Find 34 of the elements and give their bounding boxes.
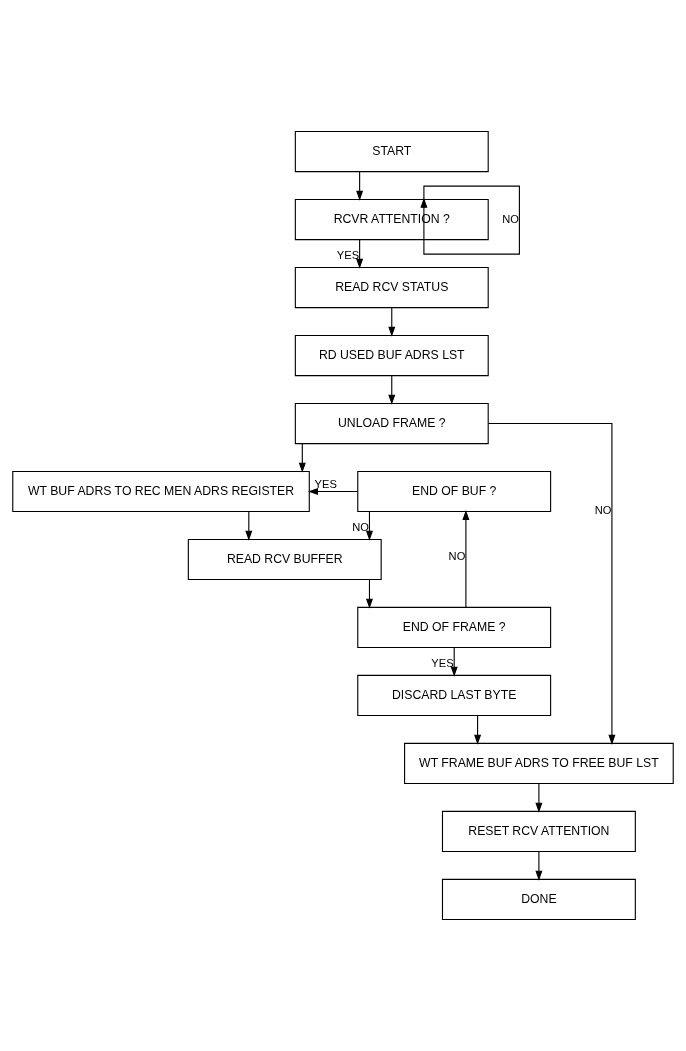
- arrow: [450, 647, 458, 677]
- edge-label: YES: [314, 478, 337, 491]
- edge-label: NO: [594, 504, 612, 517]
- node-box: END OF FRAME ?: [357, 606, 552, 649]
- node-box: DISCARD LAST BYTE: [357, 674, 552, 717]
- arrow: [535, 851, 543, 881]
- node-box: DONE: [441, 878, 636, 921]
- arrow: [308, 488, 358, 495]
- node-box: UNLOAD FRAME ?: [294, 402, 489, 445]
- arrow: [535, 783, 543, 813]
- arrow: [365, 579, 373, 609]
- node-box: RESET RCV ATTENTION: [441, 810, 636, 853]
- node-box: START: [294, 130, 489, 173]
- arrow: [462, 510, 470, 608]
- arrow: [356, 239, 364, 269]
- node-box: WT BUF ADRS TO REC MEN ADRS REGISTER: [12, 470, 310, 513]
- arrow: [298, 443, 306, 473]
- node-box: RD USED BUF ADRS LST: [294, 334, 489, 377]
- arrow: [487, 422, 616, 745]
- edge-label: NO: [352, 520, 369, 533]
- node-box: READ RCV BUFFER: [187, 538, 382, 581]
- edge-label: NO: [502, 213, 519, 226]
- arrow: [365, 511, 373, 541]
- node-box: END OF BUF ?: [357, 470, 552, 513]
- node-box: WT FRAME BUF ADRS TO FREE BUF LST: [404, 742, 674, 785]
- arrow: [356, 171, 364, 201]
- arrow: [245, 511, 253, 541]
- arrow: [388, 307, 396, 337]
- arrow: [388, 375, 396, 405]
- edge-label: YES: [431, 656, 454, 669]
- edge-label: YES: [336, 248, 360, 261]
- edge-label: NO: [448, 550, 466, 563]
- node-box: READ RCV STATUS: [294, 266, 489, 309]
- arrow: [474, 715, 482, 745]
